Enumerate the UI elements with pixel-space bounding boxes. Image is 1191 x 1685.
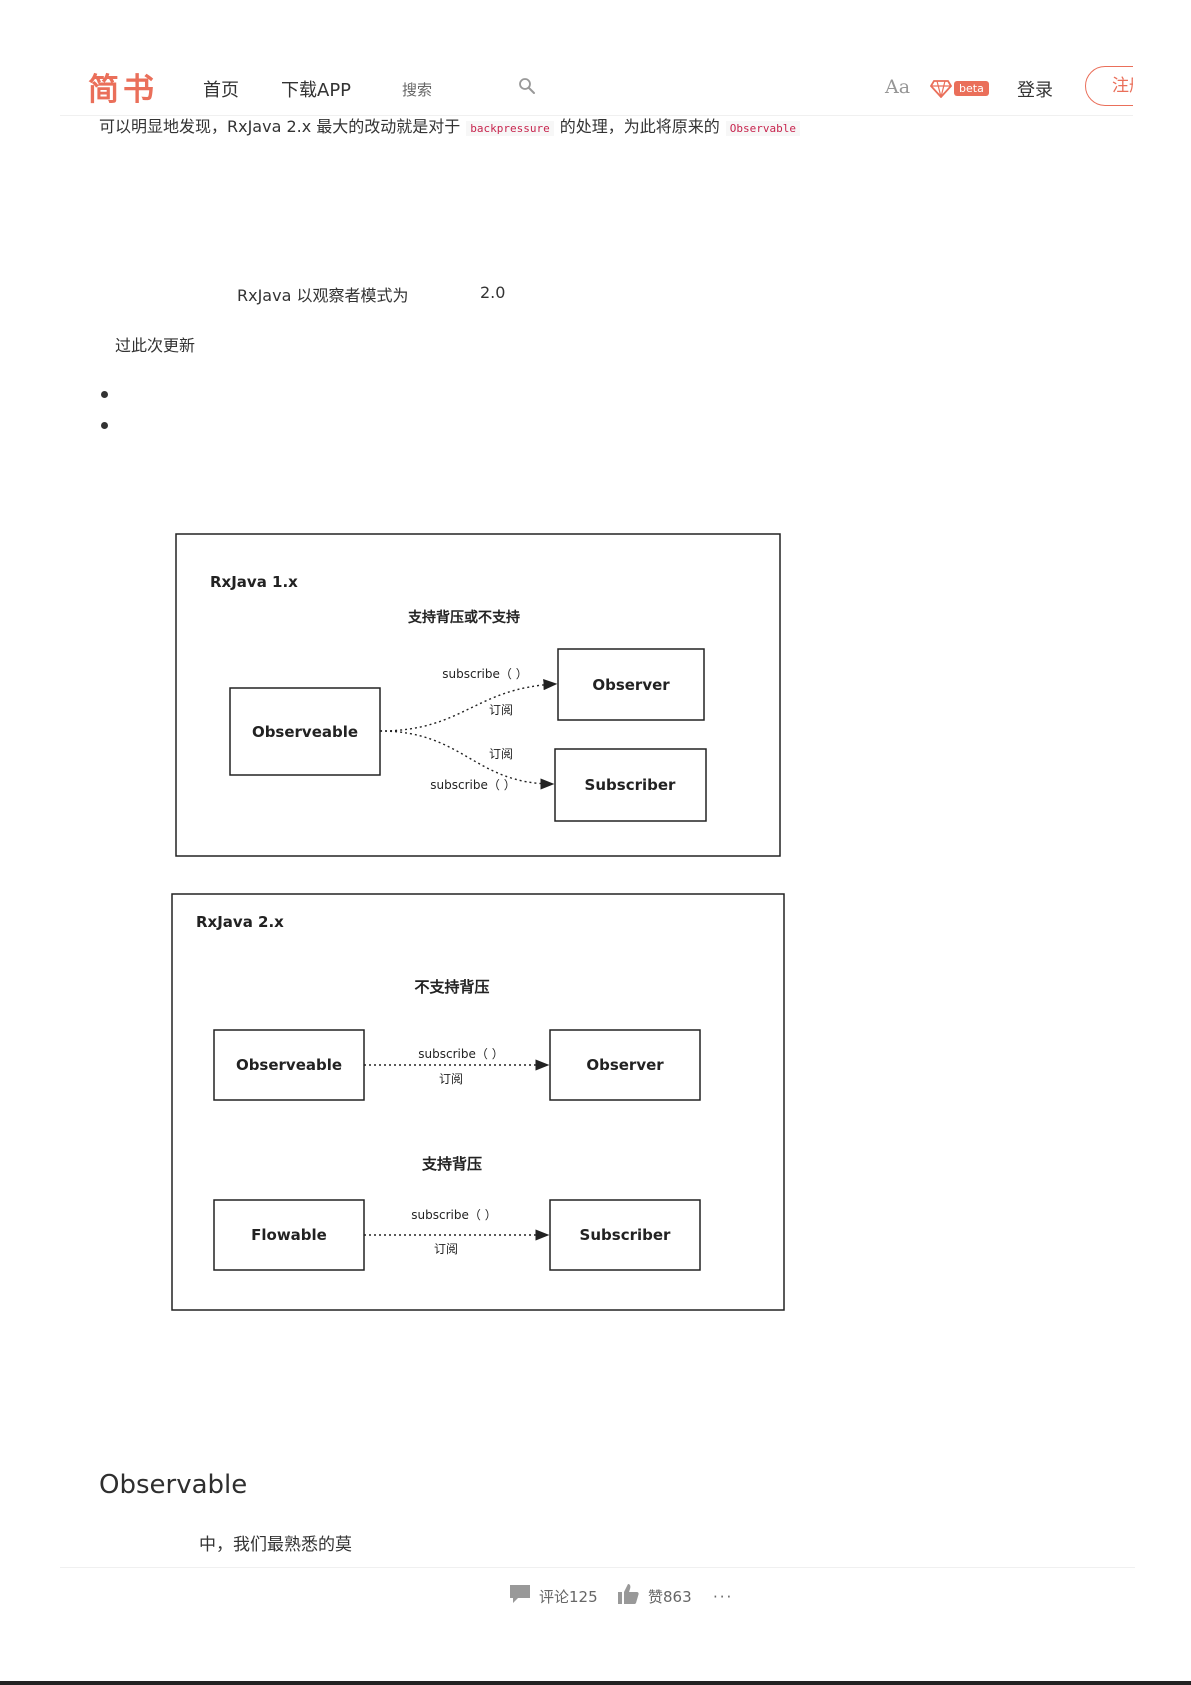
search-icon[interactable] — [518, 77, 536, 95]
observeable-box — [213, 1029, 365, 1101]
viewport-edge — [1133, 60, 1191, 120]
section-no-backpressure: 不支持背压 — [414, 978, 489, 996]
likes-button[interactable]: 赞863 — [648, 1588, 692, 1606]
nav-home[interactable]: 首页 — [203, 80, 239, 101]
observer-box — [557, 648, 705, 721]
list-bullet — [101, 422, 108, 429]
observeable-box — [229, 687, 381, 776]
list-bullet — [101, 391, 108, 398]
observeable-label: Observeable — [252, 723, 358, 741]
observer-label: Observer — [586, 1056, 664, 1074]
line3-text: 过此次更新 — [115, 336, 196, 355]
comments-button[interactable]: 评论125 — [539, 1588, 598, 1606]
screen-bottom-edge — [0, 1681, 1191, 1685]
nav-download-app[interactable]: 下载APP — [281, 80, 352, 101]
diagram-subtitle: 支持背压或不支持 — [407, 609, 520, 626]
more-options-button[interactable]: ··· — [713, 1588, 734, 1606]
section-backpressure: 支持背压 — [421, 1155, 482, 1173]
like-icon[interactable] — [616, 1583, 640, 1605]
diagram-title: RxJava 2.x — [196, 913, 284, 931]
section-heading: Observable — [99, 1470, 248, 1500]
beta-badge: beta — [954, 81, 989, 96]
subscriber-box — [549, 1199, 701, 1271]
edge1-label-bottom: 订阅 — [439, 1072, 463, 1086]
intro-mid: 的处理，为此将原来的 — [559, 117, 720, 136]
site-logo[interactable]: 简书 — [88, 72, 158, 108]
top-navbar — [0, 0, 1191, 118]
edge2-label-top: 订阅 — [489, 747, 513, 761]
code-backpressure: backpressure — [466, 121, 554, 136]
font-size-toggle[interactable]: Aa — [885, 76, 911, 98]
rxjava1-diagram: RxJava 1.x 支持背压或不支持 Observeable Observer… — [175, 533, 781, 857]
edge1-label-top: subscribe（ ） — [442, 667, 527, 681]
flowable-label: Flowable — [251, 1226, 327, 1244]
login-link[interactable]: 登录 — [1017, 80, 1053, 101]
edge2-label-bottom: subscribe（ ） — [430, 778, 515, 792]
edge-to-observer — [379, 679, 558, 732]
subscriber-label: Subscriber — [585, 776, 676, 794]
intro-prefix: 可以明显地发现，RxJava 2.x 最大的改动就是对于 — [99, 117, 461, 136]
diagram-title: RxJava 1.x — [210, 573, 298, 591]
observeable-label: Observeable — [236, 1056, 342, 1074]
edge2-label-top: subscribe（ ） — [411, 1208, 496, 1222]
rxjava2-diagram: RxJava 2.x 不支持背压 Observeable Observer su… — [171, 893, 785, 1311]
code-observable: Observable — [725, 121, 801, 136]
bottom-action-bar — [0, 1567, 1191, 1685]
line2-version: 2.0 — [480, 283, 506, 302]
edge2-label-bottom: 订阅 — [434, 1242, 458, 1256]
observer-box — [549, 1029, 701, 1101]
edge1-label-bottom: 订阅 — [489, 703, 513, 717]
edge1-label-top: subscribe（ ） — [418, 1047, 503, 1061]
navbar-divider — [60, 115, 1135, 116]
diamond-icon — [929, 79, 953, 98]
subscriber-box — [554, 748, 707, 822]
subscriber-label: Subscriber — [580, 1226, 671, 1244]
beta-button[interactable]: beta — [929, 78, 989, 98]
bottom-bar-divider — [60, 1567, 1135, 1568]
observer-label: Observer — [592, 676, 670, 694]
paragraph-1: 中，我们最熟悉的莫 — [199, 1535, 352, 1555]
intro-paragraph: 可以明显地发现，RxJava 2.x 最大的改动就是对于 backpressure… — [99, 113, 806, 137]
comment-icon[interactable] — [508, 1583, 532, 1605]
search-input[interactable]: 搜索 — [402, 81, 433, 99]
line2-text: RxJava 以观察者模式为 — [237, 286, 409, 305]
